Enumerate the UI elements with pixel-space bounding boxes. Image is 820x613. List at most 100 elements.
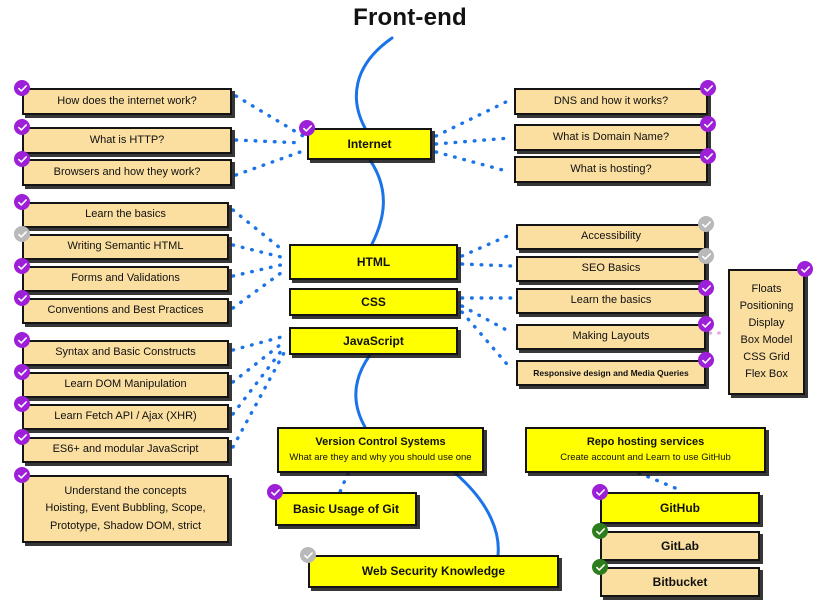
node-label: Browsers and how they work? bbox=[53, 165, 201, 178]
check-circle-icon[interactable] bbox=[698, 352, 714, 368]
node-internet[interactable]: Internet bbox=[307, 128, 432, 160]
edge-basics-html bbox=[231, 208, 287, 254]
node-accessibility[interactable]: Accessibility bbox=[516, 224, 706, 250]
edge-internet-dns bbox=[434, 98, 512, 138]
node-label: Learn the basics bbox=[570, 294, 652, 307]
check-circle-icon[interactable] bbox=[700, 80, 716, 96]
node-what-is-domain-name[interactable]: What is Domain Name? bbox=[514, 124, 708, 151]
node-label: What is HTTP? bbox=[89, 133, 165, 146]
edge-q1-internet bbox=[234, 94, 305, 138]
node-internet-questions-2[interactable]: What is HTTP? bbox=[22, 127, 232, 154]
node-github[interactable]: GitHub bbox=[600, 492, 760, 524]
edge-css-responsive bbox=[460, 310, 514, 372]
node-label: HTML bbox=[356, 254, 391, 269]
check-circle-icon[interactable] bbox=[592, 484, 608, 500]
node-internet-questions-1[interactable]: How does the internet work? bbox=[22, 88, 232, 115]
check-circle-icon[interactable] bbox=[14, 290, 30, 306]
check-circle-icon[interactable] bbox=[14, 364, 30, 380]
check-circle-icon[interactable] bbox=[300, 547, 316, 563]
check-circle-icon[interactable] bbox=[14, 332, 30, 348]
check-circle-icon[interactable] bbox=[299, 120, 315, 136]
check-circle-icon[interactable] bbox=[698, 248, 714, 264]
node-label: Bitbucket bbox=[652, 574, 708, 589]
node-css-learn-the-basics[interactable]: Learn the basics bbox=[516, 288, 706, 314]
check-circle-icon[interactable] bbox=[14, 151, 30, 167]
check-circle-icon[interactable] bbox=[14, 396, 30, 412]
node-label: Learn Fetch API / Ajax (XHR) bbox=[54, 410, 197, 423]
node-line: Box Model bbox=[740, 334, 793, 346]
node-line: Positioning bbox=[739, 299, 794, 312]
check-circle-icon[interactable] bbox=[698, 280, 714, 296]
node-css[interactable]: CSS bbox=[289, 288, 458, 316]
node-writing-semantic-html[interactable]: Writing Semantic HTML bbox=[22, 234, 229, 260]
node-forms-and-validations[interactable]: Forms and Validations bbox=[22, 266, 229, 292]
check-circle-icon[interactable] bbox=[698, 316, 714, 332]
page-title: Front-end bbox=[353, 4, 467, 31]
edge-vcs-git bbox=[338, 471, 350, 494]
check-circle-icon[interactable] bbox=[267, 484, 283, 500]
check-circle-icon[interactable] bbox=[797, 261, 813, 277]
node-syntax-and-basic-constructs[interactable]: Syntax and Basic Constructs bbox=[22, 340, 229, 366]
check-circle-icon[interactable] bbox=[700, 148, 716, 164]
edge-title-internet bbox=[354, 36, 394, 130]
node-making-layouts[interactable]: Making Layouts bbox=[516, 324, 706, 350]
check-circle-icon[interactable] bbox=[14, 429, 30, 445]
node-html[interactable]: HTML bbox=[289, 244, 458, 280]
node-what-is-hosting[interactable]: What is hosting? bbox=[514, 156, 708, 183]
node-label: CSS bbox=[361, 294, 386, 309]
check-circle-icon[interactable] bbox=[14, 80, 30, 96]
edge-dom-js bbox=[231, 339, 287, 384]
edge-q3-internet bbox=[234, 149, 305, 177]
edge-fetch-js bbox=[231, 344, 287, 416]
node-line: Flex Box bbox=[745, 368, 788, 381]
edge-semantic-html bbox=[231, 243, 287, 260]
edge-html-seo bbox=[460, 262, 514, 268]
node-line: Hoisting, Event Bubbling, Scope, bbox=[45, 502, 206, 515]
check-circle-icon[interactable] bbox=[14, 226, 30, 242]
node-gitlab[interactable]: GitLab bbox=[600, 531, 760, 561]
check-circle-icon[interactable] bbox=[14, 467, 30, 483]
node-web-security-knowledge[interactable]: Web Security Knowledge bbox=[308, 555, 559, 588]
edge-forms-html bbox=[231, 262, 287, 278]
node-label: What is hosting? bbox=[570, 162, 652, 175]
node-dns-and-how-it-works[interactable]: DNS and how it works? bbox=[514, 88, 708, 115]
node-line: CSS Grid bbox=[743, 351, 790, 364]
check-circle-icon[interactable] bbox=[14, 194, 30, 210]
check-circle-icon[interactable] bbox=[14, 119, 30, 135]
check-circle-icon[interactable] bbox=[14, 258, 30, 274]
node-label: DNS and how it works? bbox=[553, 94, 669, 107]
check-circle-icon[interactable] bbox=[700, 116, 716, 132]
node-label: Basic Usage of Git bbox=[292, 501, 400, 516]
node-internet-questions-3[interactable]: Browsers and how they work? bbox=[22, 159, 232, 186]
node-label: GitHub bbox=[660, 500, 700, 515]
node-line: Prototype, Shadow DOM, strict bbox=[50, 519, 201, 532]
edge-internet-html bbox=[368, 158, 385, 246]
check-circle-icon[interactable] bbox=[592, 559, 608, 575]
node-learn-fetch-api-ajax[interactable]: Learn Fetch API / Ajax (XHR) bbox=[22, 404, 229, 430]
node-html-learn-the-basics[interactable]: Learn the basics bbox=[22, 202, 229, 228]
node-title: Repo hosting services bbox=[586, 436, 705, 449]
node-label: Learn DOM Manipulation bbox=[64, 378, 187, 391]
node-responsive-design-and-media-queries[interactable]: Responsive design and Media Queries bbox=[516, 360, 706, 386]
edge-css-layouts bbox=[460, 304, 514, 335]
node-bitbucket[interactable]: Bitbucket bbox=[600, 567, 760, 597]
node-es6-and-modular-javascript[interactable]: ES6+ and modular JavaScript bbox=[22, 437, 229, 463]
node-basic-usage-of-git[interactable]: Basic Usage of Git bbox=[275, 492, 417, 526]
node-javascript[interactable]: JavaScript bbox=[289, 327, 458, 355]
edge-conventions-html bbox=[231, 268, 287, 310]
edge-vcs-websecurity bbox=[453, 471, 500, 557]
node-conventions-and-best-practices[interactable]: Conventions and Best Practices bbox=[22, 298, 229, 324]
node-learn-dom-manipulation[interactable]: Learn DOM Manipulation bbox=[22, 372, 229, 398]
node-subtitle: Create account and Learn to use GitHub bbox=[560, 451, 731, 463]
node-seo-basics[interactable]: SEO Basics bbox=[516, 256, 706, 282]
check-circle-icon[interactable] bbox=[592, 523, 608, 539]
check-circle-icon[interactable] bbox=[698, 216, 714, 232]
node-label: Conventions and Best Practices bbox=[47, 304, 204, 317]
node-label: Learn the basics bbox=[85, 208, 166, 221]
edge-repo-github bbox=[637, 471, 682, 492]
